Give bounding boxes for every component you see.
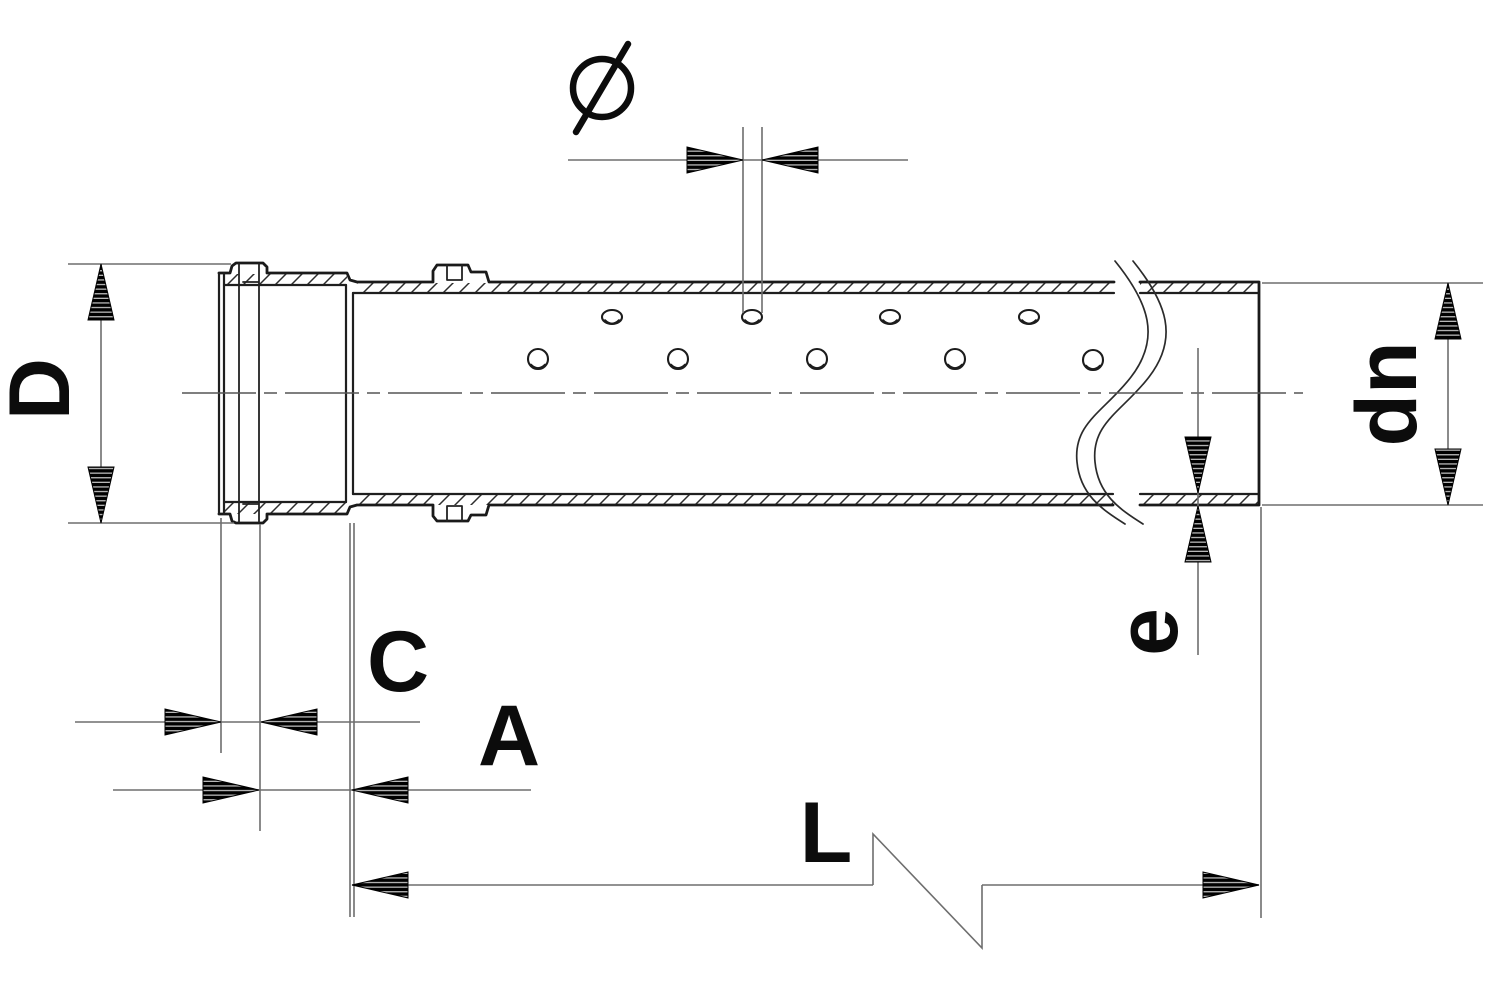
label-e: e [1100,608,1196,656]
arrow-up-icon [87,263,115,321]
arrow-right-icon [164,708,222,736]
arrow-left-icon [260,708,318,736]
upper-hole-row [600,308,1041,326]
hole-lip [530,363,546,369]
bottom-outer-profile [217,503,1115,525]
hole-lip [882,319,898,325]
pipe-top-wall-hatch-right [1140,283,1258,293]
hole-lip [670,363,686,369]
bell-top-wall-hatch [224,274,347,285]
arrow-left-icon [351,871,409,899]
bell-inner-surfaces [222,283,348,504]
break-curve-right [1093,260,1167,525]
break-line [1075,260,1167,525]
dimension-A: A [113,523,540,917]
bell-bottom-wall-hatch [224,503,347,514]
arrow-left-icon [351,776,409,804]
arrow-right-icon [1202,871,1260,899]
extension-lines [742,127,763,313]
arrow-left-icon [761,146,819,174]
label-A: A [478,688,540,784]
hole-lip [947,363,963,369]
label-L: L [800,785,853,881]
ring-bulge-notches [446,264,463,522]
hole [666,347,690,371]
hole-lip [1021,319,1037,325]
top-outer-profile [217,261,1116,284]
perforation-holes [526,308,1105,372]
hole [740,308,764,326]
pipe-inner-surfaces [351,291,1260,496]
label-dn: dn [1339,341,1435,446]
arrow-up-icon [1184,505,1212,563]
dimension-hole-diameter [568,40,908,313]
hole [805,347,829,371]
extension-lines [68,263,234,524]
extension-lines [220,518,261,831]
arrow-down-icon [1434,448,1462,506]
hole [1081,348,1105,372]
dimension-C: C [75,518,429,831]
hole [526,347,550,371]
hole-lip [604,319,620,325]
pipe-bottom-wall-hatch [357,495,1113,505]
arrow-right-icon [686,146,744,174]
hole-lip [1085,364,1101,370]
dimension-D: D [0,263,234,524]
hole-lip [744,319,760,325]
diameter-symbol [569,40,635,136]
arrow-down-icon [87,466,115,524]
dimension-break-zigzag [872,832,983,950]
hole [1017,308,1041,326]
hole [878,308,902,326]
pipe-bottom-wall-hatch-right [1140,495,1258,505]
dimension-e: e [1100,348,1212,656]
arrow-down-icon [1184,436,1212,494]
pipe-top-wall-hatch [357,283,1114,293]
label-D: D [0,358,88,420]
arrow-right-icon [202,776,260,804]
dimension-L: L [351,507,1262,950]
label-C: C [367,614,429,710]
arrow-up-icon [1434,282,1462,340]
hole [943,347,967,371]
hole-lip [809,363,825,369]
dimension-dn: dn [1262,282,1483,506]
wall-hatching [224,274,1258,514]
extension-lines [349,523,355,917]
hole [600,308,624,326]
extension-lines [1262,282,1483,506]
lower-hole-row [526,347,1105,372]
break-curve-left [1075,260,1149,525]
